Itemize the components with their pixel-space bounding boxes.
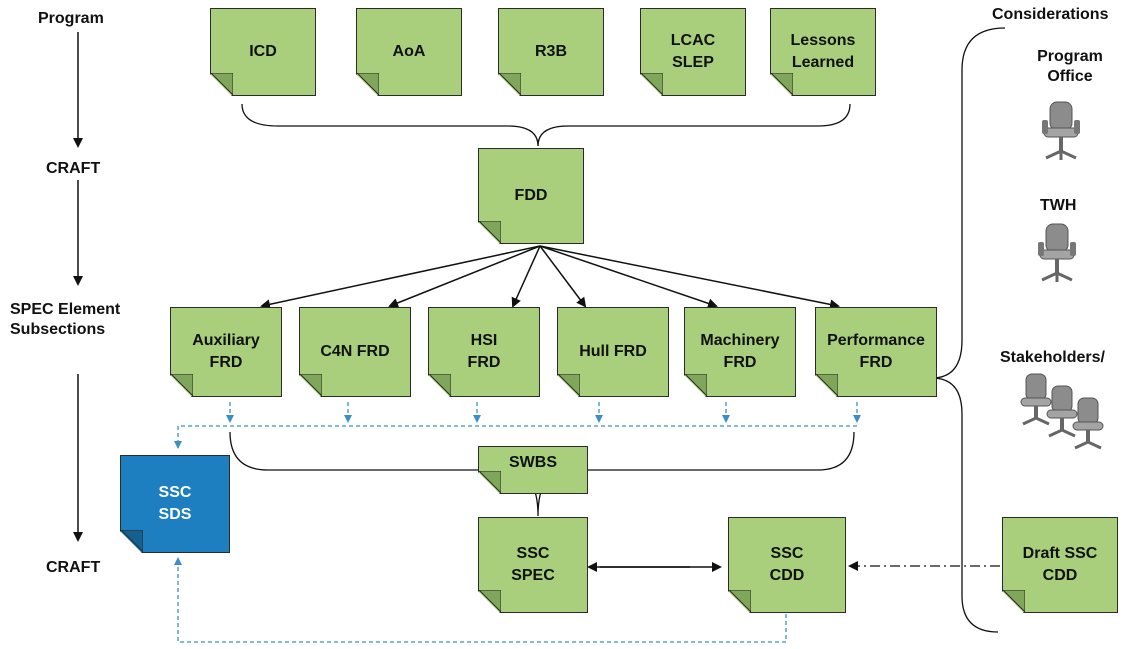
doc-ssc-cdd[interactable]: SSC CDD xyxy=(728,517,846,613)
frd-to-sds-dashed-bus xyxy=(174,425,857,449)
doc-label: R3B xyxy=(534,43,567,60)
office-chair-icon xyxy=(1042,101,1080,160)
doc-r3b[interactable]: R3B xyxy=(498,8,604,96)
consideration-stakeholders: Stakeholders/ xyxy=(1000,349,1105,366)
page-fold-icon xyxy=(300,374,322,396)
doc-label: SSC SPEC xyxy=(511,545,555,584)
consideration-program-office: Program Office xyxy=(1037,48,1103,85)
doc-label: Machinery FRD xyxy=(700,332,780,371)
doc-label: Performance FRD xyxy=(827,332,925,371)
doc-label: ICD xyxy=(249,43,277,60)
considerations-title: Considerations xyxy=(992,6,1109,23)
doc-label: Draft SSC CDD xyxy=(1022,545,1098,584)
doc-label: Auxiliary FRD xyxy=(192,332,260,371)
stage-label-craft-bottom: CRAFT xyxy=(46,559,101,576)
fdd-to-auxiliary-arrow xyxy=(260,245,541,310)
fdd-to-c4n-arrow xyxy=(388,245,541,308)
doc-fdd[interactable]: FDD xyxy=(478,148,584,244)
page-fold-icon xyxy=(171,374,193,396)
doc-label: SSC CDD xyxy=(769,545,805,584)
doc-ssc-spec[interactable]: SSC SPEC xyxy=(478,517,588,613)
doc-icd[interactable]: ICD xyxy=(210,8,316,96)
doc-swbs[interactable]: SWBS xyxy=(478,446,588,494)
doc-label: LCAC SLEP xyxy=(670,32,716,71)
page-fold-icon xyxy=(499,73,521,95)
doc-ssc-sds[interactable]: SSC SDS xyxy=(120,455,230,553)
office-chair-icon xyxy=(1038,223,1076,282)
doc-hsi-frd[interactable]: HSI FRD xyxy=(428,307,540,397)
doc-c4n-frd[interactable]: C4N FRD xyxy=(299,307,411,397)
doc-performance-frd[interactable]: Performance FRD xyxy=(815,307,937,397)
doc-label: C4N FRD xyxy=(320,343,390,360)
page-fold-icon xyxy=(641,73,663,95)
page-fold-icon xyxy=(816,374,838,396)
page-fold-icon xyxy=(479,471,501,493)
stage-label-program: Program xyxy=(38,10,104,27)
page-fold-icon xyxy=(121,530,143,552)
doc-machinery-frd[interactable]: Machinery FRD xyxy=(684,307,796,397)
page-fold-icon xyxy=(1003,590,1025,612)
doc-auxiliary-frd[interactable]: Auxiliary FRD xyxy=(170,307,282,397)
page-fold-icon xyxy=(771,73,793,95)
considerations-brace xyxy=(931,27,1006,633)
doc-label: Lessons Learned xyxy=(790,32,856,71)
doc-label: HSI FRD xyxy=(467,332,501,371)
stage-label-spec-element: SPEC Element Subsections xyxy=(10,301,121,338)
cdd-to-sds-dashed-loop xyxy=(174,557,787,643)
doc-label: AoA xyxy=(392,43,426,60)
fdd-to-performance-arrow xyxy=(539,245,840,310)
doc-label: SWBS xyxy=(509,454,557,471)
doc-hull-frd[interactable]: Hull FRD xyxy=(557,307,669,397)
doc-lcac-slep[interactable]: LCAC SLEP xyxy=(640,8,746,96)
frd-brace xyxy=(229,431,855,517)
doc-label: SSC SDS xyxy=(158,484,192,523)
fdd-to-hsi-arrow xyxy=(511,245,541,308)
doc-aoa[interactable]: AoA xyxy=(356,8,462,96)
fdd-to-machinery-arrow xyxy=(539,245,718,309)
program-docs-brace xyxy=(241,103,851,147)
consideration-twh: TWH xyxy=(1040,197,1077,214)
page-fold-icon xyxy=(211,73,233,95)
page-fold-icon xyxy=(729,590,751,612)
doc-label: FDD xyxy=(514,187,548,204)
stage-label-craft-top: CRAFT xyxy=(46,160,101,177)
page-fold-icon xyxy=(479,221,501,243)
page-fold-icon xyxy=(357,73,379,95)
fdd-to-hull-arrow xyxy=(539,245,587,308)
page-fold-icon xyxy=(558,374,580,396)
doc-lessons-learned[interactable]: Lessons Learned xyxy=(770,8,876,96)
doc-draft-ssc-cdd[interactable]: Draft SSC CDD xyxy=(1002,517,1118,613)
doc-label: Hull FRD xyxy=(579,343,647,360)
office-chairs-group-icon xyxy=(1020,373,1104,450)
page-fold-icon xyxy=(429,374,451,396)
page-fold-icon xyxy=(685,374,707,396)
page-fold-icon xyxy=(479,590,501,612)
